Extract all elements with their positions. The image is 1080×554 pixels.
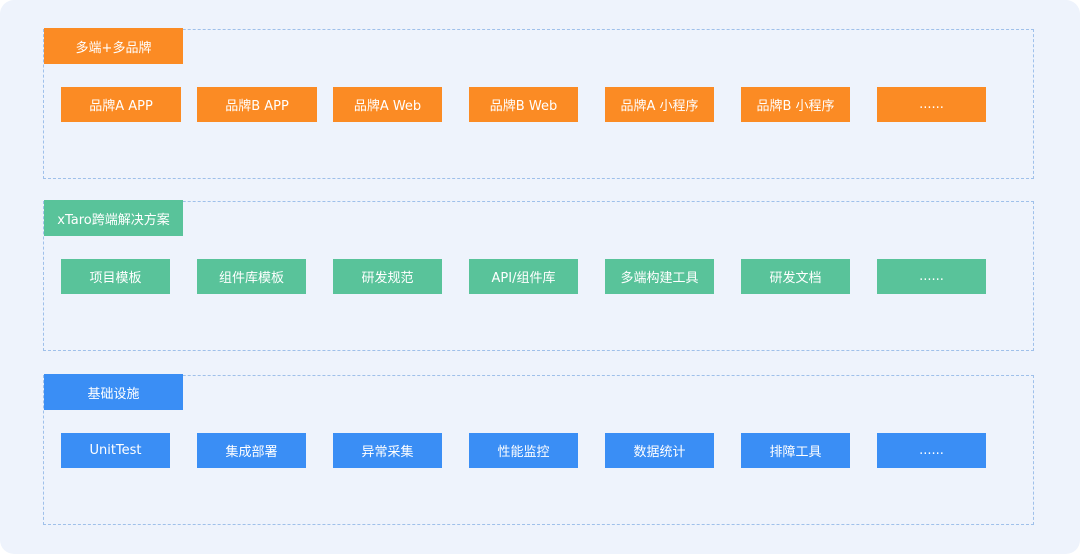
item-brand-a-miniprogram: 品牌A 小程序 [605,87,714,122]
layer-multi-brand: 多端+多品牌 [43,28,1034,179]
item-ci-deploy: 集成部署 [197,433,306,468]
item-troubleshooting-tools: 排障工具 [741,433,850,468]
item-dev-standards: 研发规范 [333,259,442,294]
item-api-component-library: API/组件库 [469,259,578,294]
item-brand-b-miniprogram: 品牌B 小程序 [741,87,850,122]
layer-infrastructure: 基础设施 [43,374,1034,525]
layer-title-multi-brand: 多端+多品牌 [44,28,183,64]
item-more-solution: ...... [877,259,986,294]
item-exception-collection: 异常采集 [333,433,442,468]
item-more-infrastructure: ...... [877,433,986,468]
layer-title-infrastructure: 基础设施 [44,374,183,410]
layer-title-xtaro: xTaro跨端解决方案 [44,200,183,236]
item-multi-platform-build-tools: 多端构建工具 [605,259,714,294]
item-brand-a-web: 品牌A Web [333,87,442,122]
item-data-statistics: 数据统计 [605,433,714,468]
item-brand-a-app: 品牌A APP [61,87,181,122]
item-more-brands: ...... [877,87,986,122]
item-brand-b-app: 品牌B APP [197,87,317,122]
item-component-library-template: 组件库模板 [197,259,306,294]
item-brand-b-web: 品牌B Web [469,87,578,122]
item-unit-test: UnitTest [61,433,170,468]
layer-xtaro-solution: xTaro跨端解决方案 [43,200,1034,351]
item-project-template: 项目模板 [61,259,170,294]
item-dev-docs: 研发文档 [741,259,850,294]
item-performance-monitoring: 性能监控 [469,433,578,468]
